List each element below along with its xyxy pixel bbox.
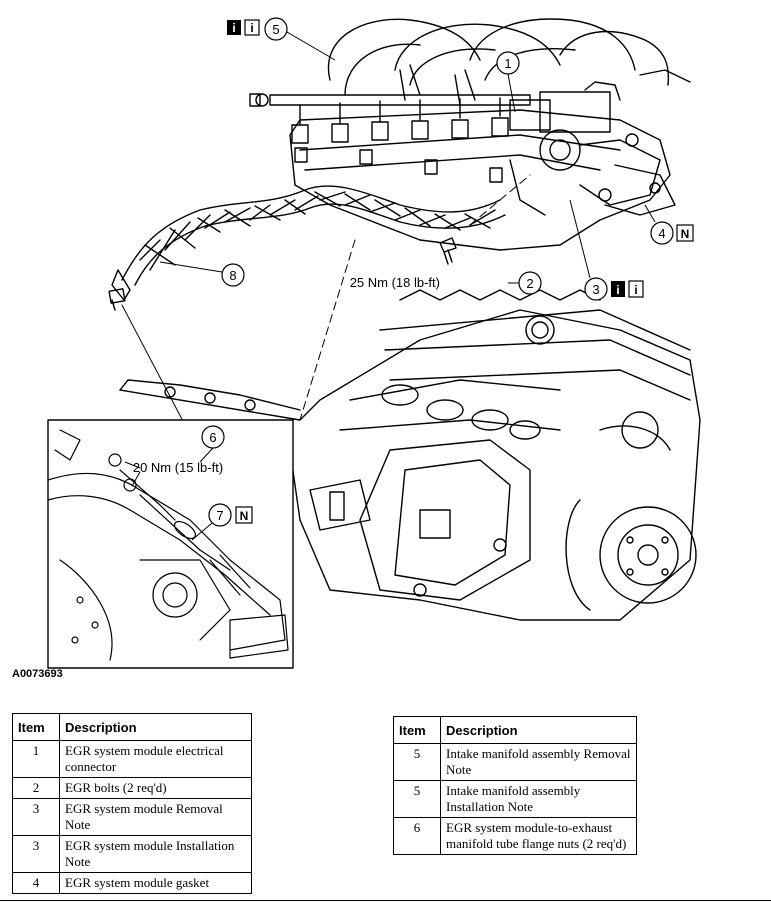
item-number: 6 [393,817,441,855]
callout-8: 8 [229,268,236,283]
torque-inset-label: 20 Nm (15 lb-ft) [133,460,223,475]
item-number: 5 [393,780,441,818]
svg-text:i: i [634,283,637,297]
item-description: EGR system module electrical connector [59,740,252,778]
item-number: 4 [12,872,60,894]
table-row: 3 EGR system module Installation Note [12,835,252,873]
egr-system-module-drawing [509,81,676,216]
svg-text:i: i [616,283,619,297]
bottom-divider [0,900,771,901]
svg-text:N: N [681,227,690,241]
item-number: 2 [12,777,60,799]
legend-header-item: Item [393,716,441,744]
callout-6: 6 [209,430,216,445]
table-row: 1 EGR system module electrical connector [12,740,252,778]
torque-main-label: 25 Nm (18 lb-ft) [350,275,440,290]
table-row: 5 Intake manifold assembly Installation … [393,780,637,818]
note-icon [676,224,694,242]
egr-bolt-drawing [439,237,457,265]
note-icon [235,506,253,524]
legend-table-left: Item Description 1 EGR system module ele… [12,713,252,894]
callout-1: 1 [504,56,511,71]
legend-header-item: Item [12,713,60,741]
egr-exploded-diagram: i i 5 1 8 25 Nm (18 lb-ft) 2 3 i i 4 N [47,17,701,669]
legend-header-description: Description [440,716,637,744]
egr-tube-drawing [108,185,506,311]
item-description: Intake manifold assembly Installation No… [440,780,637,818]
svg-text:i: i [232,21,235,35]
table-row: 4 EGR system module gasket [12,872,252,894]
item-description: EGR system module gasket [59,872,252,894]
table-row: 2 EGR bolts (2 req'd) [12,777,252,799]
legend-table-right: Item Description 5 Intake manifold assem… [393,716,637,855]
callout-2: 2 [526,276,533,291]
item-description: Intake manifold assembly Removal Note [440,743,637,781]
svg-text:i: i [250,21,253,35]
item-number: 3 [12,835,60,873]
info-icon [244,19,260,36]
item-number: 3 [12,798,60,836]
item-description: EGR system module Installation Note [59,835,252,873]
item-description: EGR system module-to-exhaust manifold tu… [440,817,637,855]
table-row: 5 Intake manifold assembly Removal Note [393,743,637,781]
info-icon [611,281,625,297]
table-row: 3 EGR system module Removal Note [12,798,252,836]
item-number: 1 [12,740,60,778]
item-number: 5 [393,743,441,781]
legend-header-description: Description [59,713,252,741]
engine-block-drawing [119,289,701,621]
table-row: 6 EGR system module-to-exhaust manifold … [393,817,637,855]
figure-code: A0073693 [12,668,63,680]
item-description: EGR system module Removal Note [59,798,252,836]
item-description: EGR bolts (2 req'd) [59,777,252,799]
info-icon [227,20,241,35]
callout-5: 5 [272,22,279,37]
callout-7: 7 [216,508,223,523]
intake-manifold-drawing [249,18,691,251]
svg-text:N: N [240,509,249,523]
inset-exhaust-flange-drawing [47,429,289,661]
callout-4: 4 [658,226,665,241]
info-icon [628,280,644,298]
callout-3: 3 [592,282,599,297]
